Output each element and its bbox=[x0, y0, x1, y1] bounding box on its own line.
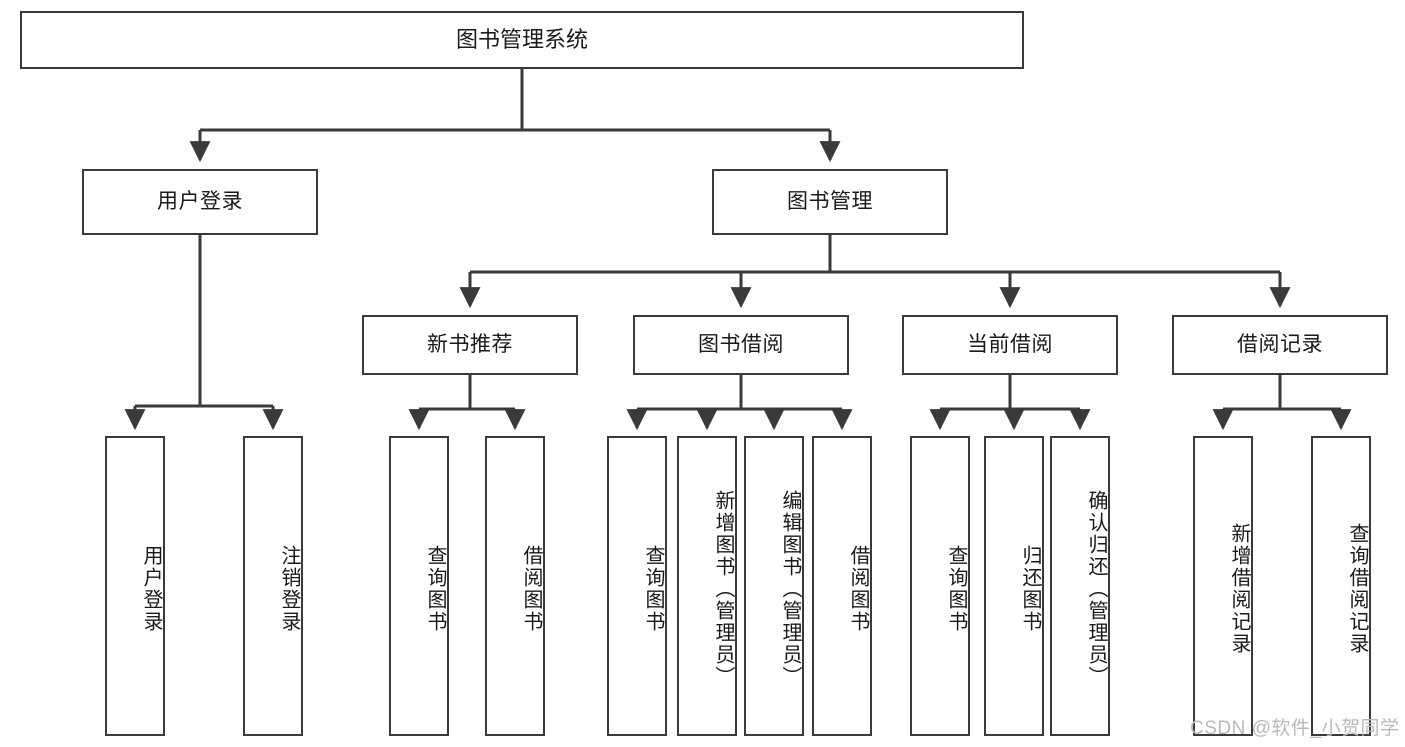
node-leaf-user-login[interactable]: 用户登录 bbox=[105, 436, 165, 736]
node-leaf-return-book[interactable]: 归还图书 bbox=[984, 436, 1044, 736]
node-borrow-record-label: 借阅记录 bbox=[1237, 333, 1323, 357]
csdn-watermark: CSDN @软件_小贺同学 bbox=[1190, 718, 1400, 739]
node-leaf-query-record[interactable]: 查询借阅记录 bbox=[1311, 436, 1371, 736]
node-leaf-return-book-label: 归还图书 bbox=[1019, 545, 1041, 633]
node-leaf-query-book-2[interactable]: 查询图书 bbox=[607, 436, 667, 736]
node-leaf-query-book-1-label: 查询图书 bbox=[424, 545, 446, 633]
node-leaf-edit-book-label: 编辑图书（管理员） bbox=[779, 490, 801, 688]
node-root[interactable]: 图书管理系统 bbox=[20, 11, 1024, 69]
node-leaf-borrow-book-2[interactable]: 借阅图书 bbox=[812, 436, 872, 736]
node-leaf-query-book-3[interactable]: 查询图书 bbox=[910, 436, 970, 736]
node-book-borrow-label: 图书借阅 bbox=[698, 333, 784, 357]
node-leaf-borrow-book-1-label: 借阅图书 bbox=[520, 545, 542, 633]
node-book-management[interactable]: 图书管理 bbox=[712, 169, 948, 235]
node-current-borrow-label: 当前借阅 bbox=[967, 333, 1053, 357]
node-new-book-recommend[interactable]: 新书推荐 bbox=[362, 315, 578, 375]
node-user-login-label: 用户登录 bbox=[157, 190, 243, 214]
node-leaf-query-book-2-label: 查询图书 bbox=[642, 545, 664, 633]
node-leaf-borrow-book-1[interactable]: 借阅图书 bbox=[485, 436, 545, 736]
node-leaf-edit-book[interactable]: 编辑图书（管理员） bbox=[744, 436, 804, 736]
node-root-label: 图书管理系统 bbox=[455, 26, 588, 52]
node-leaf-add-record[interactable]: 新增借阅记录 bbox=[1193, 436, 1253, 736]
node-leaf-add-book-label: 新增图书（管理员） bbox=[712, 490, 734, 688]
node-leaf-confirm-return-label: 确认归还（管理员） bbox=[1085, 490, 1107, 688]
node-leaf-query-book-1[interactable]: 查询图书 bbox=[389, 436, 449, 736]
node-leaf-logout-label: 注销登录 bbox=[278, 545, 300, 633]
node-user-login[interactable]: 用户登录 bbox=[82, 169, 318, 235]
node-leaf-logout[interactable]: 注销登录 bbox=[243, 436, 303, 736]
node-leaf-query-book-3-label: 查询图书 bbox=[945, 545, 967, 633]
node-current-borrow[interactable]: 当前借阅 bbox=[902, 315, 1118, 375]
node-leaf-borrow-book-2-label: 借阅图书 bbox=[847, 545, 869, 633]
node-book-management-label: 图书管理 bbox=[787, 190, 873, 214]
node-leaf-query-record-label: 查询借阅记录 bbox=[1346, 523, 1368, 655]
node-new-book-recommend-label: 新书推荐 bbox=[427, 333, 513, 357]
node-leaf-add-book[interactable]: 新增图书（管理员） bbox=[677, 436, 737, 736]
node-leaf-confirm-return[interactable]: 确认归还（管理员） bbox=[1050, 436, 1110, 736]
node-book-borrow[interactable]: 图书借阅 bbox=[633, 315, 849, 375]
node-leaf-add-record-label: 新增借阅记录 bbox=[1228, 523, 1250, 655]
node-leaf-user-login-label: 用户登录 bbox=[140, 545, 162, 633]
node-borrow-record[interactable]: 借阅记录 bbox=[1172, 315, 1388, 375]
